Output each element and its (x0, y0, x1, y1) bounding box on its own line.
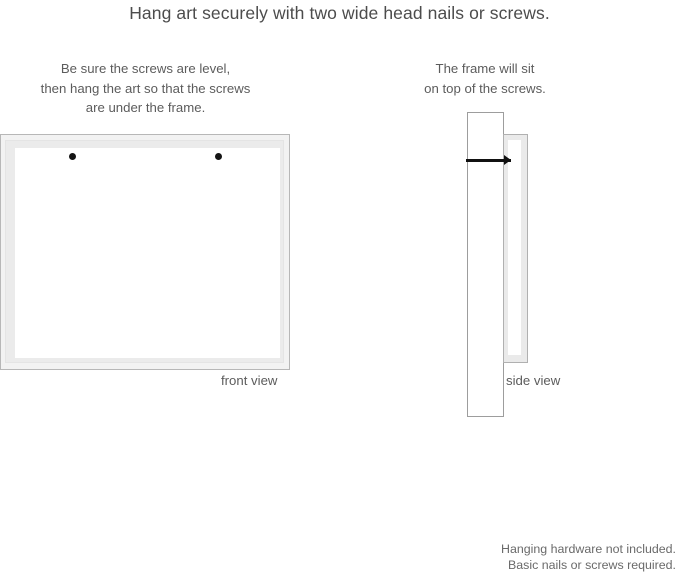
front-view-diagram (0, 134, 290, 370)
wall-cross-section (467, 112, 504, 417)
page-title: Hang art securely with two wide head nai… (129, 3, 550, 23)
front-view-caption: Be sure the screws are level, then hang … (0, 59, 291, 118)
screw-dot-right-icon (215, 153, 222, 160)
footer-line-2: Basic nails or screws required. (507, 558, 676, 572)
picture-frame-side-inner (508, 140, 521, 355)
footer-disclaimer: Hanging hardware not included. Basic nai… (501, 541, 676, 573)
nail-shaft-icon (466, 159, 511, 162)
side-view-caption: The frame will sit on top of the screws. (395, 59, 575, 98)
side-view-label: side view (506, 373, 561, 388)
side-view-diagram (455, 105, 585, 425)
screw-dot-left-icon (69, 153, 76, 160)
picture-frame-artwork-area (15, 148, 280, 358)
front-view-caption-line-3: are under the frame. (85, 100, 206, 115)
footer-line-1: Hanging hardware not included. (501, 542, 676, 556)
front-view-label: front view (221, 373, 278, 388)
front-view-caption-line-2: then hang the art so that the screws (40, 80, 251, 96)
nail-head-icon (504, 155, 511, 165)
side-view-caption-line-2: on top of the screws. (424, 80, 546, 96)
front-view-caption-line-1: Be sure the screws are level, (60, 61, 231, 76)
side-view-caption-line-1: The frame will sit (435, 61, 535, 76)
